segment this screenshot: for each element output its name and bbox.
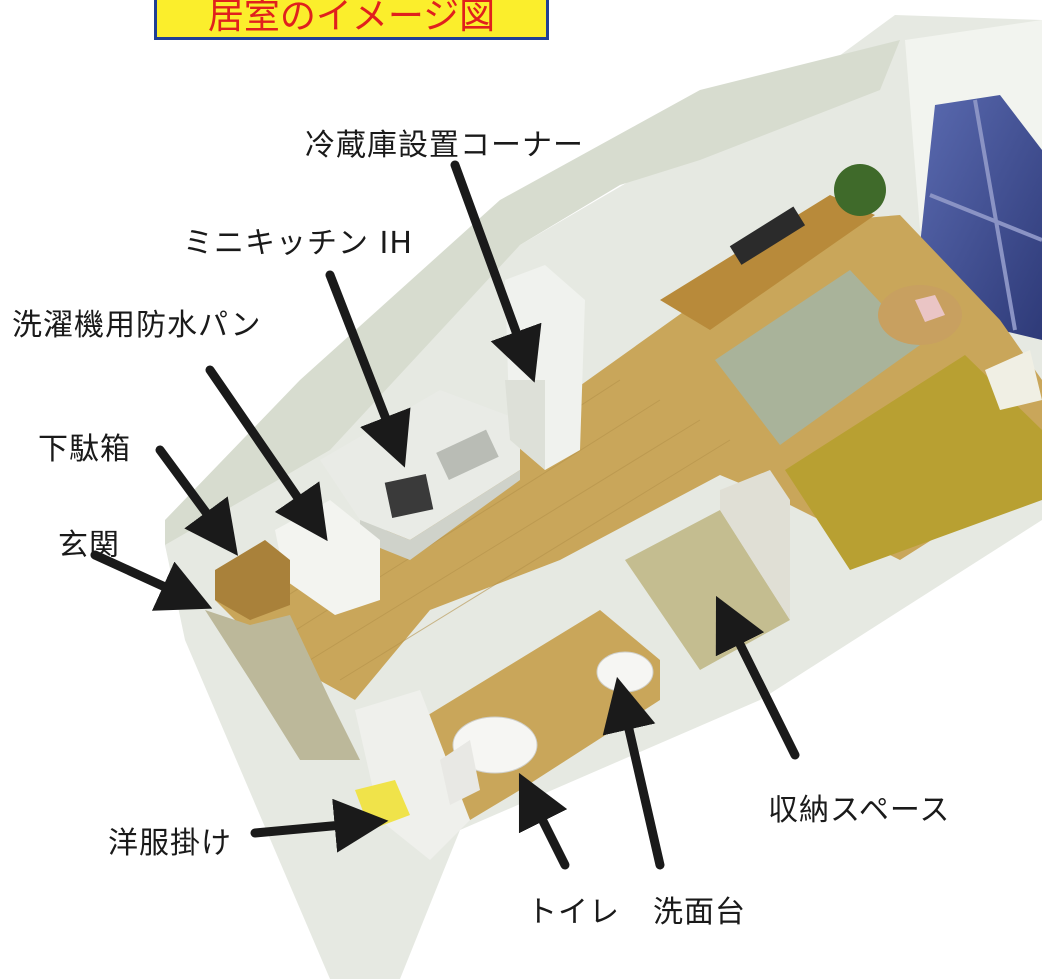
sink — [436, 429, 499, 481]
arrow-entrance — [90, 550, 213, 611]
tv-cabinet — [660, 195, 875, 330]
label-clothes-hanger: 洋服掛け — [108, 826, 232, 861]
rug — [715, 270, 920, 445]
arrow-fridge-corner — [450, 160, 542, 383]
label-shoe-box: 下駄箱 — [38, 432, 131, 467]
round-table — [878, 285, 962, 345]
fridge-corner-shade — [505, 380, 545, 470]
toilet-tank — [440, 740, 480, 805]
entrance-floor — [205, 610, 360, 760]
arrow-toilet — [518, 772, 570, 870]
title-banner: 居室のイメージ図 — [154, 0, 549, 40]
kitchen-counter-front — [360, 470, 520, 560]
arrow-clothes-hanger — [250, 798, 389, 853]
toilet-bowl — [452, 716, 538, 774]
arrow-storage — [715, 595, 800, 760]
label-washer-pan: 洗濯機用防水パン — [12, 308, 262, 343]
label-washbasin: 洗面台 — [653, 895, 746, 930]
table-item — [915, 295, 945, 322]
arrow-washer-pan — [205, 365, 328, 542]
kitchen-counter — [320, 390, 520, 540]
label-entrance: 玄関 — [58, 528, 120, 563]
arrow-mini-kitchen — [325, 270, 411, 468]
tv — [729, 206, 806, 265]
ih-cooktop — [384, 474, 434, 518]
window-frame-line — [973, 99, 1017, 331]
label-mini-kitchen: ミニキッチン IH — [183, 226, 413, 261]
room-wall-top — [165, 40, 900, 545]
arrow-washbasin — [602, 676, 665, 870]
storage-wall — [720, 470, 790, 620]
arrow-shoe-box — [155, 445, 239, 556]
bed-pillow — [985, 350, 1042, 410]
title-text: 居室のイメージ図 — [207, 0, 496, 37]
label-storage: 収納スペース — [768, 793, 951, 828]
shoe-box — [215, 540, 290, 620]
label-fridge-corner: 冷蔵庫設置コーナー — [305, 128, 584, 163]
plant — [834, 164, 886, 216]
label-toilet: トイレ — [527, 895, 620, 930]
window-frame-line — [929, 193, 1042, 242]
washbasin-bowl — [596, 651, 654, 693]
bed — [785, 355, 1042, 570]
